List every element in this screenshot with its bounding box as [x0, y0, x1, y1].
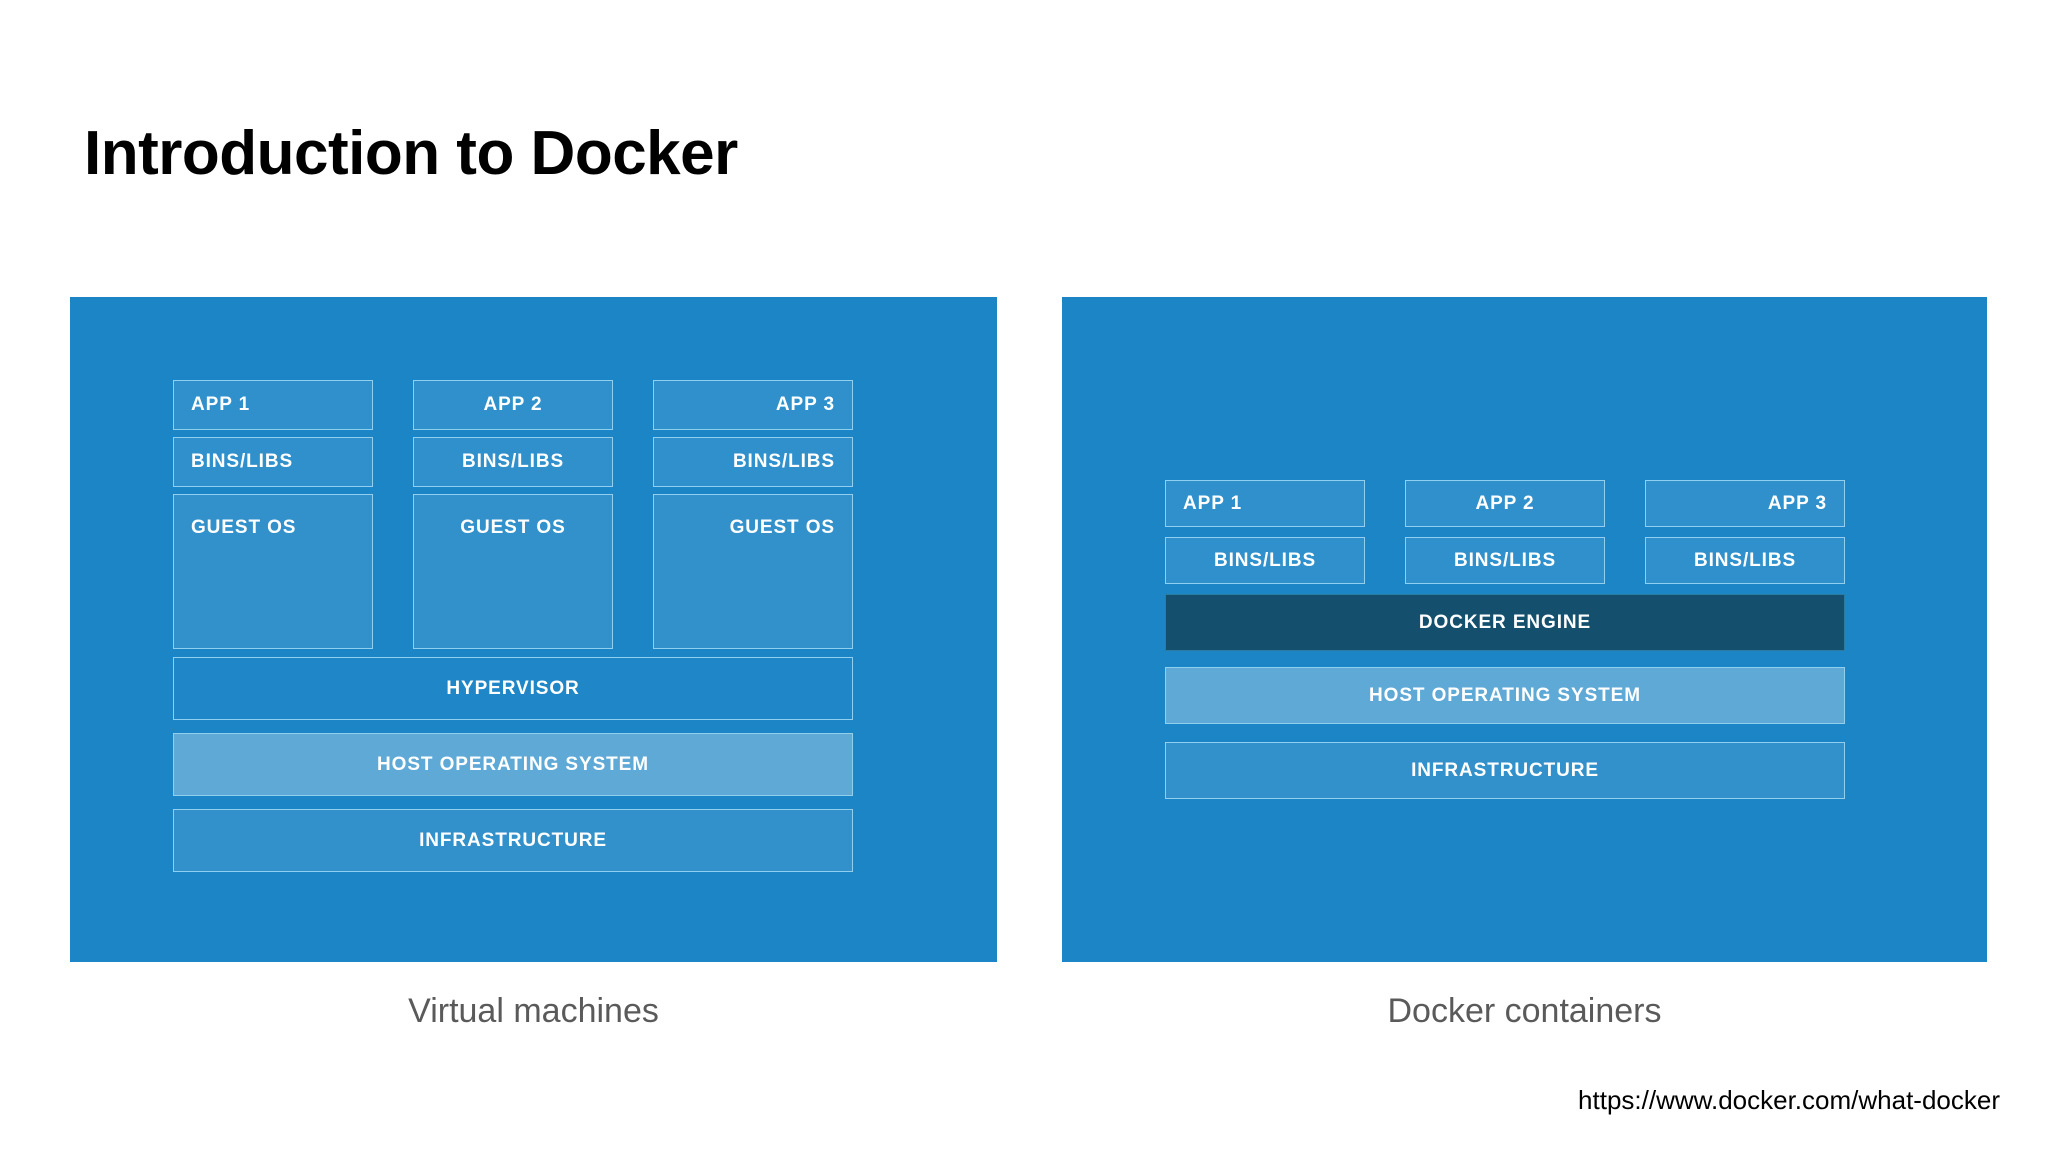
vm-host-os-bar: HOST OPERATING SYSTEM — [173, 733, 853, 796]
vm-app-box-2: APP 2 — [413, 380, 613, 430]
docker-app-box-3: APP 3 — [1645, 480, 1845, 527]
vm-hypervisor-bar: HYPERVISOR — [173, 657, 853, 720]
vm-guest-os-box-3: GUEST OS — [653, 494, 853, 649]
docker-infrastructure-bar: INFRASTRUCTURE — [1165, 742, 1845, 799]
vm-bins-libs-box-2: BINS/LIBS — [413, 437, 613, 487]
docker-containers-caption: Docker containers — [1387, 992, 1662, 1030]
virtual-machines-caption: Virtual machines — [408, 992, 659, 1030]
vm-guest-os-box-2: GUEST OS — [413, 494, 613, 649]
vm-app-box-1: APP 1 — [173, 380, 373, 430]
source-url-link[interactable]: https://www.docker.com/what-docker — [1578, 1085, 2000, 1115]
docker-engine-bar: DOCKER ENGINE — [1165, 594, 1845, 651]
docker-host-os-bar: HOST OPERATING SYSTEM — [1165, 667, 1845, 724]
vm-bins-libs-box-1: BINS/LIBS — [173, 437, 373, 487]
docker-containers-diagram: APP 1 APP 2 APP 3 BINS/LIBS BINS/LIBS BI… — [1062, 297, 1987, 962]
page-title: Introduction to Docker — [84, 119, 738, 188]
vm-bins-libs-box-3: BINS/LIBS — [653, 437, 853, 487]
docker-app-box-2: APP 2 — [1405, 480, 1605, 527]
vm-infrastructure-bar: INFRASTRUCTURE — [173, 809, 853, 872]
vm-app-box-3: APP 3 — [653, 380, 853, 430]
docker-bins-libs-box-1: BINS/LIBS — [1165, 537, 1365, 584]
docker-bins-libs-box-2: BINS/LIBS — [1405, 537, 1605, 584]
docker-app-box-1: APP 1 — [1165, 480, 1365, 527]
virtual-machines-diagram: APP 1 APP 2 APP 3 BINS/LIBS BINS/LIBS BI… — [70, 297, 997, 962]
vm-guest-os-box-1: GUEST OS — [173, 494, 373, 649]
docker-bins-libs-box-3: BINS/LIBS — [1645, 537, 1845, 584]
